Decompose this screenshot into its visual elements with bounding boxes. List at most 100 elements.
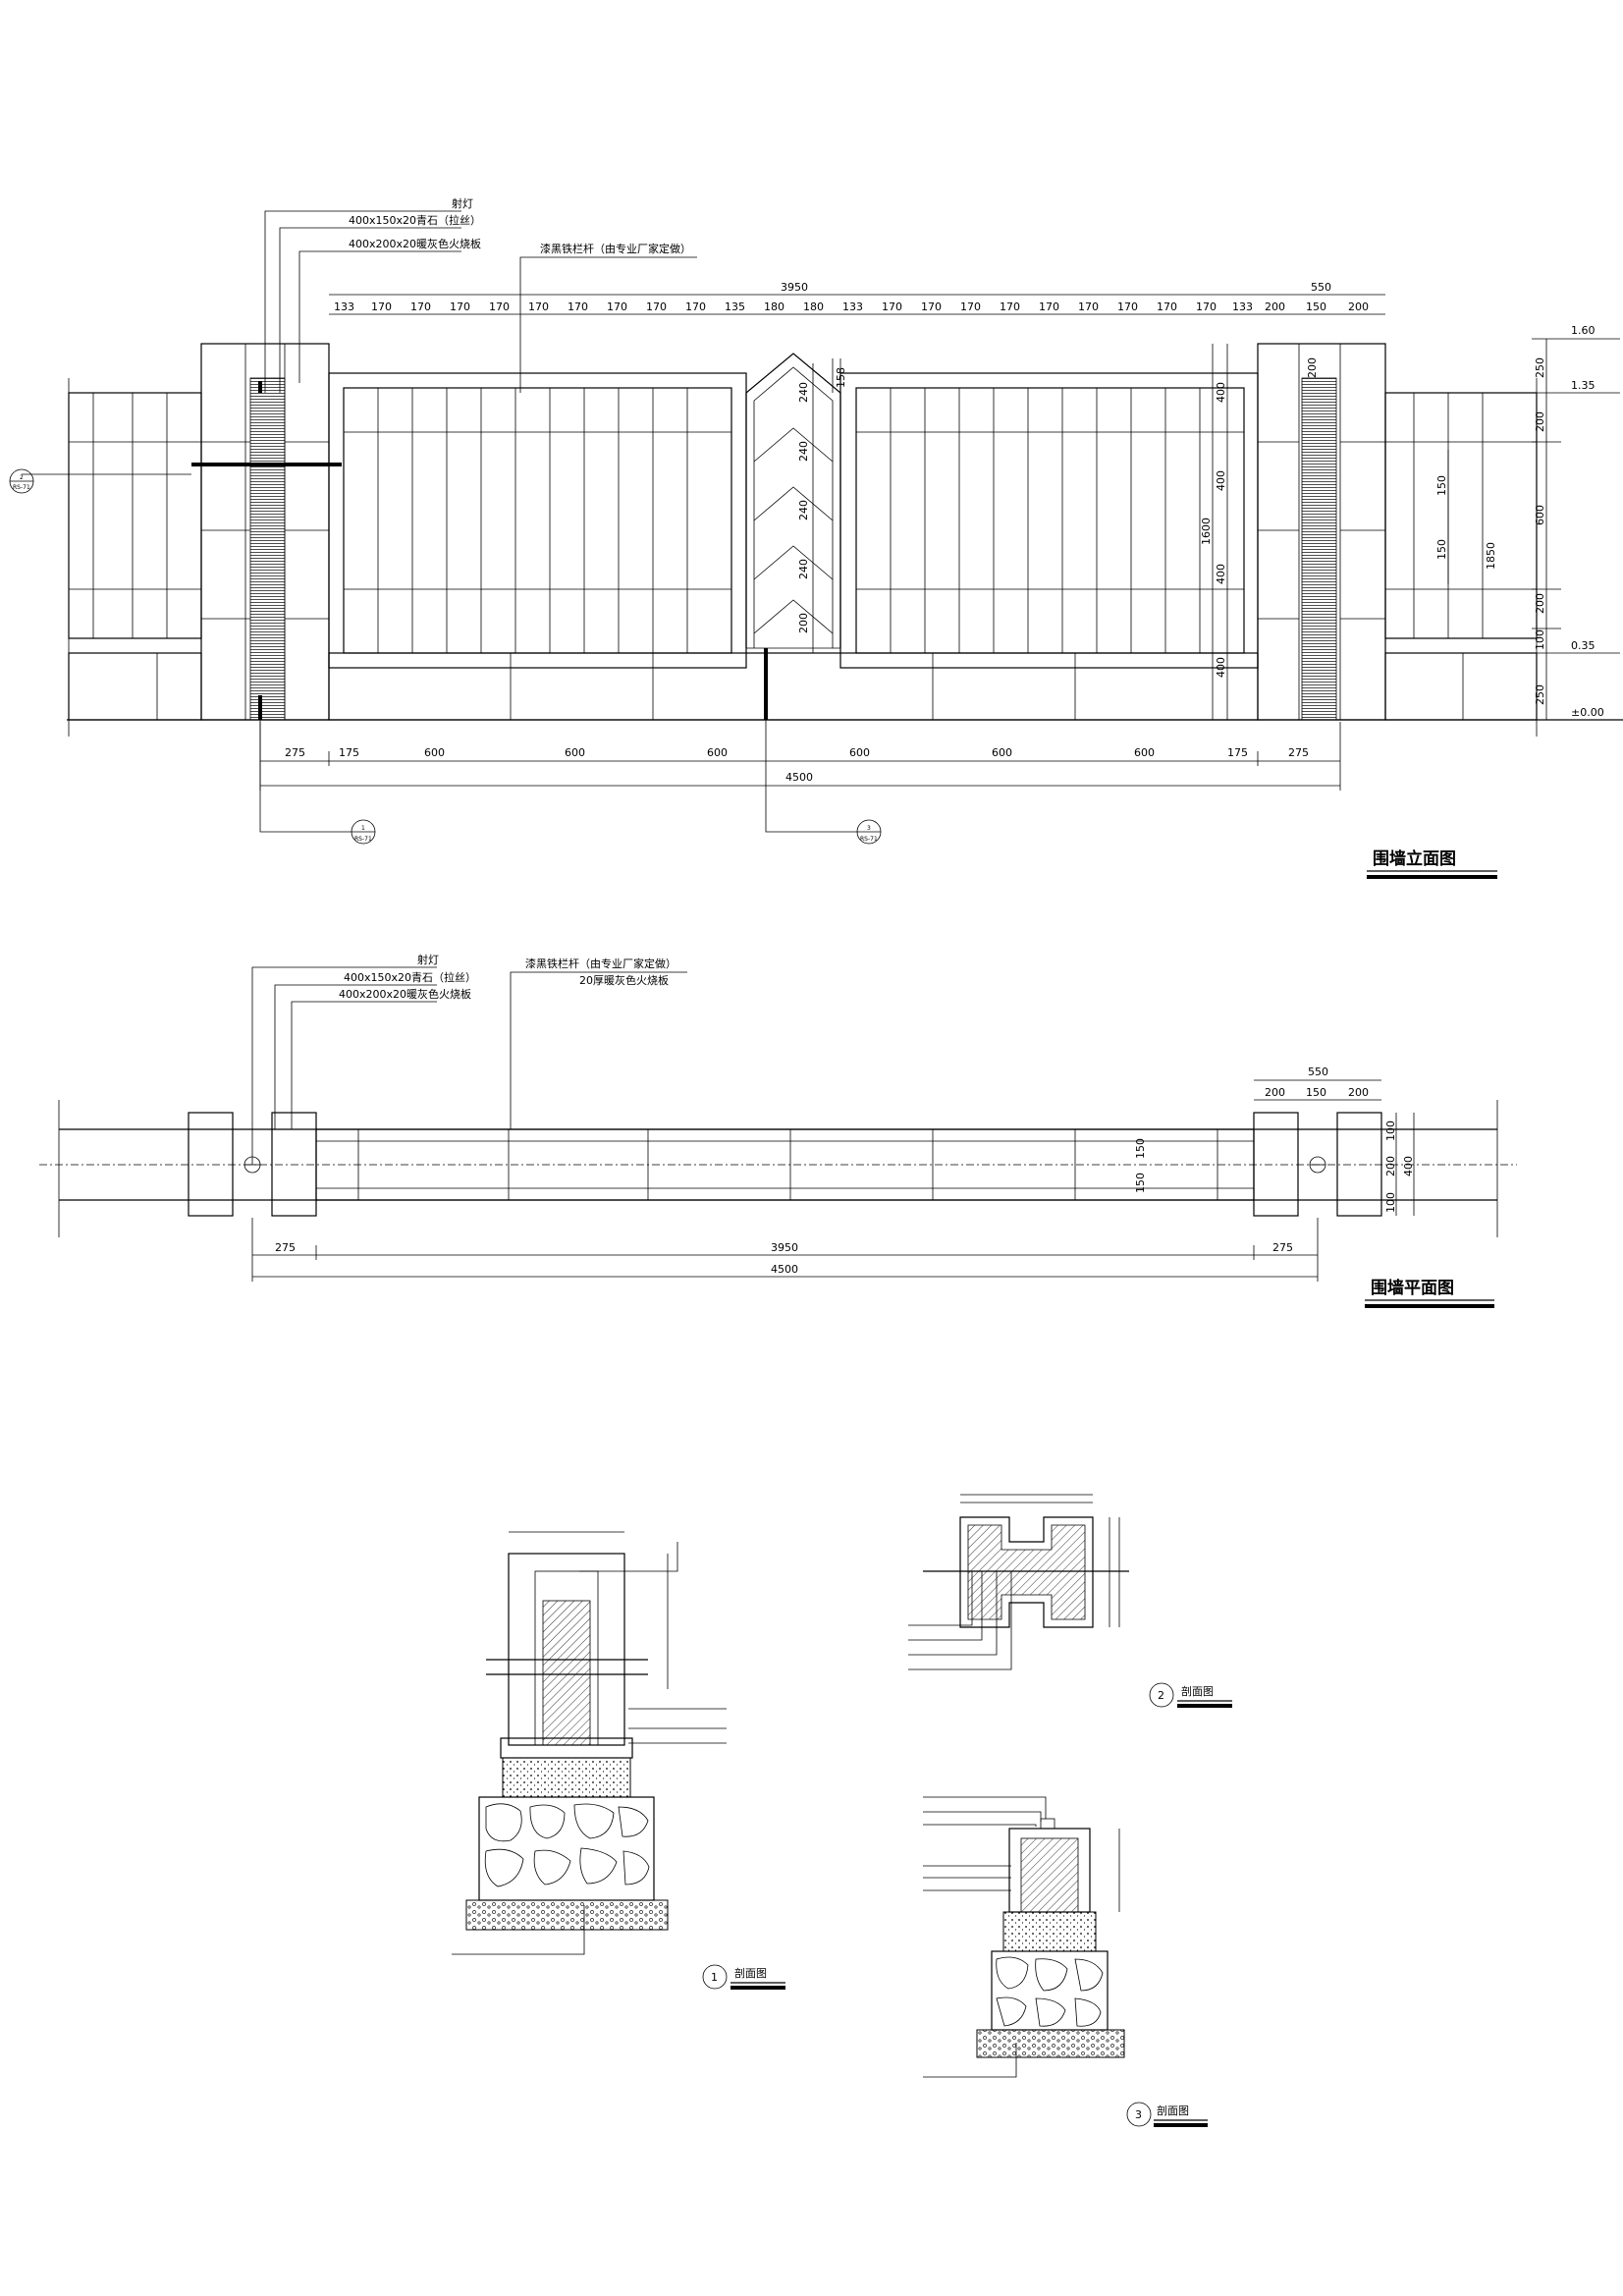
dim-seg-4: 170 bbox=[450, 301, 470, 313]
dim-seg-7: 170 bbox=[568, 301, 588, 313]
level-1: 1.60 bbox=[1571, 324, 1596, 337]
dim-bottom-2: 175 bbox=[339, 746, 359, 759]
dim-seg-19: 170 bbox=[1039, 301, 1059, 313]
dim-bottom-1: 275 bbox=[285, 746, 305, 759]
dim-seg-10: 170 bbox=[685, 301, 706, 313]
dim-seg-15: 170 bbox=[882, 301, 902, 313]
plan-title: 围墙平面图 bbox=[1371, 1278, 1454, 1298]
dim-seg-17: 170 bbox=[960, 301, 981, 313]
section-markers: 2 RS-71 1 RS-71 3 RS-71 bbox=[9, 468, 882, 845]
dim-inner-2: 150 bbox=[1435, 539, 1448, 560]
left-pier bbox=[191, 343, 342, 721]
plan-dim-bottom-2: 3950 bbox=[771, 1241, 798, 1254]
dim-bottom-8: 600 bbox=[1134, 746, 1155, 759]
plan-callout-fire-panel: 400x200x20暖灰色火烧板 bbox=[339, 987, 471, 1001]
elevation-bottom-dims: 275 175 600 600 600 600 600 600 175 275 … bbox=[259, 722, 1341, 791]
dim-right-total: 1850 bbox=[1485, 542, 1497, 570]
section-ref-1-num: 1 bbox=[361, 825, 365, 832]
dim-seg-21: 170 bbox=[1117, 301, 1138, 313]
dim-top-right: 550 bbox=[1311, 281, 1331, 294]
section-1: 1 剖面图 bbox=[452, 1531, 785, 1990]
dim-seg-18: 170 bbox=[1000, 301, 1020, 313]
level-3: 0.35 bbox=[1571, 639, 1596, 652]
plan-dim-side-total: 400 bbox=[1402, 1156, 1415, 1176]
dim-bottom-6: 600 bbox=[849, 746, 870, 759]
dim-right-seg-3: 200 bbox=[1348, 301, 1369, 313]
dim-seg-3: 170 bbox=[410, 301, 431, 313]
dim-seg-14: 133 bbox=[842, 301, 863, 313]
elevation-right-dims: 250 200 600 200 100 250 1850 1.60 1.35 0… bbox=[1485, 324, 1620, 721]
dim-chevron-5: 200 bbox=[797, 613, 810, 633]
plan-dim-side-1: 100 bbox=[1384, 1121, 1397, 1141]
section-2-num: 2 bbox=[1158, 1689, 1164, 1702]
section-3-title: 剖面图 bbox=[1157, 2104, 1189, 2117]
dim-seg-5: 170 bbox=[489, 301, 510, 313]
plan-dim-bottom-total: 4500 bbox=[771, 1263, 798, 1276]
dim-pier-200: 200 bbox=[1306, 357, 1319, 378]
plan-right-piers bbox=[1253, 1112, 1382, 1217]
right-outer-railing bbox=[1384, 392, 1538, 721]
level-2: 1.35 bbox=[1571, 379, 1596, 392]
callout-fire-panel: 400x200x20暖灰色火烧板 bbox=[349, 237, 481, 250]
section-1-num: 1 bbox=[711, 1971, 718, 1984]
plan-top-dims: 550 200 150 200 bbox=[1254, 1066, 1381, 1101]
plan-callout-railing: 漆黑铁栏杆（由专业厂家定做） bbox=[525, 957, 676, 970]
wall-base bbox=[328, 652, 1259, 721]
plan-dim-top-1: 200 bbox=[1265, 1086, 1285, 1099]
dim-bottom-total: 4500 bbox=[785, 771, 813, 784]
dim-side-3: 400 bbox=[1215, 564, 1227, 584]
plan-dim-inner-1: 150 bbox=[1134, 1138, 1147, 1159]
dim-inner-1: 150 bbox=[1435, 475, 1448, 496]
plan-dim-side-2: 200 bbox=[1384, 1156, 1397, 1176]
plan-callout-light: 射灯 bbox=[417, 953, 439, 966]
dim-seg-24: 133 bbox=[1232, 301, 1253, 313]
section-3: 3 剖面图 bbox=[923, 1796, 1208, 2127]
dim-right-seg-2: 150 bbox=[1306, 301, 1326, 313]
plan-callouts: 射灯 400x150x20青石（拉丝） 400x200x20暖灰色火烧板 漆黑铁… bbox=[251, 953, 687, 1165]
elevation-title: 围墙立面图 bbox=[1373, 848, 1456, 869]
dim-seg-1: 133 bbox=[334, 301, 354, 313]
dim-right-5: 100 bbox=[1534, 629, 1546, 650]
chevron-dims: 158 240 240 240 240 200 bbox=[797, 358, 847, 653]
dim-seg-2: 170 bbox=[371, 301, 392, 313]
dim-chevron-3: 240 bbox=[797, 500, 810, 520]
plan-dim-bottom-1: 275 bbox=[275, 1241, 296, 1254]
dim-right-2: 200 bbox=[1534, 411, 1546, 432]
dim-chevron-top: 158 bbox=[835, 367, 847, 388]
section-ref-3-num: 3 bbox=[867, 825, 871, 832]
dim-seg-12: 180 bbox=[764, 301, 784, 313]
dim-side-total: 1600 bbox=[1200, 518, 1213, 545]
plan-dim-top-3: 200 bbox=[1348, 1086, 1369, 1099]
elevation-top-dims: 3950 550 133 170 170 170 170 170 170 170… bbox=[329, 281, 1385, 315]
dim-chevron-2: 240 bbox=[797, 441, 810, 462]
dim-seg-13: 180 bbox=[803, 301, 824, 313]
dim-right-seg-1: 200 bbox=[1265, 301, 1285, 313]
dim-bottom-10: 275 bbox=[1288, 746, 1309, 759]
plan-side-dims: 100 200 100 400 150 150 bbox=[1134, 1113, 1415, 1216]
dim-seg-22: 170 bbox=[1157, 301, 1177, 313]
dim-bottom-4: 600 bbox=[565, 746, 585, 759]
elevation-inner-dims: 150 150 bbox=[1435, 450, 1449, 584]
plan-dim-top-total: 550 bbox=[1308, 1066, 1328, 1078]
elevation-side-dims: 400 400 400 400 1600 200 bbox=[1200, 344, 1319, 720]
section-2: 2 剖面图 bbox=[908, 1494, 1232, 1708]
dim-seg-11: 135 bbox=[725, 301, 745, 313]
plan-callout-granite: 400x150x20青石（拉丝） bbox=[344, 970, 476, 984]
dim-seg-16: 170 bbox=[921, 301, 942, 313]
main-railing-right bbox=[839, 372, 1259, 669]
dim-right-1: 250 bbox=[1534, 357, 1546, 378]
plan-dim-side-3: 100 bbox=[1384, 1192, 1397, 1213]
dim-bottom-9: 175 bbox=[1227, 746, 1248, 759]
elevation-view: 射灯 400x150x20青石（拉丝） 400x200x20暖灰色火烧板 漆黑铁… bbox=[9, 196, 1623, 879]
section-2-title: 剖面图 bbox=[1181, 1684, 1214, 1698]
plan-dim-bottom-3: 275 bbox=[1272, 1241, 1293, 1254]
callout-light: 射灯 bbox=[452, 196, 473, 210]
dim-bottom-3: 600 bbox=[424, 746, 445, 759]
dim-side-4: 400 bbox=[1215, 657, 1227, 678]
dim-side-1: 400 bbox=[1215, 382, 1227, 403]
callout-granite: 400x150x20青石（拉丝） bbox=[349, 213, 481, 227]
dim-chevron-4: 240 bbox=[797, 559, 810, 579]
elevation-callouts: 射灯 400x150x20青石（拉丝） 400x200x20暖灰色火烧板 漆黑铁… bbox=[264, 196, 697, 393]
section-ref-2-sheet: RS-71 bbox=[13, 484, 30, 491]
main-railing-left bbox=[328, 372, 747, 669]
